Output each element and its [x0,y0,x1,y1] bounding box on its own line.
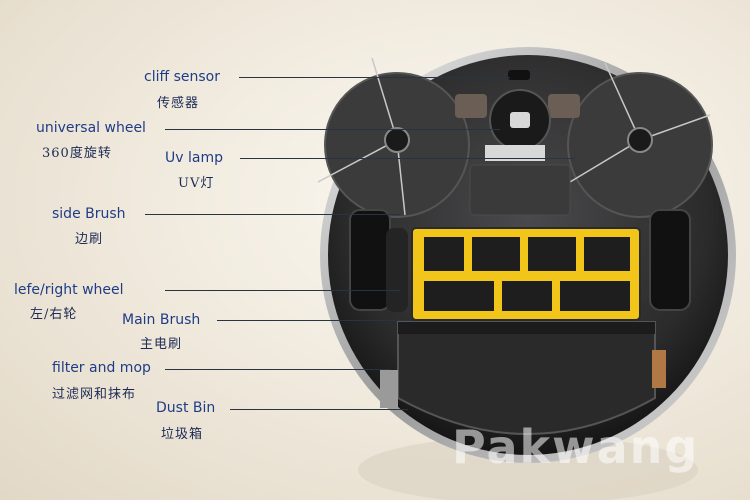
left-wheel-tread [386,228,408,312]
universal-wheel-label: universal wheel [36,120,146,136]
leader-uv-lamp [240,158,575,159]
leader-filter-mop [165,369,390,370]
cliff-sensor-window [508,70,530,80]
main-brush-slot-7 [560,281,630,311]
leader-dust-bin [230,409,408,410]
dust-bin-latch-left [380,370,398,408]
leader-side-brush [145,214,400,215]
dust-bin-latch-right [652,350,666,388]
universal-wheel-axle [510,112,530,128]
main-brush-slot-4 [584,237,630,271]
wheel-label: lefe/right wheel [14,282,124,298]
main-brush-label-cn: 主电刷 [140,337,183,352]
rating-sticker [485,145,545,161]
cliff-sensor-label-cn: 传感器 [157,96,200,111]
leader-universal-wheel [165,129,500,130]
uv-lamp-right [548,94,580,118]
side-brush-label: side Brush [52,206,126,222]
left-drive-wheel [349,209,391,311]
main-brush-slot-3 [528,237,576,271]
main-brush-slot-2 [472,237,520,271]
right-drive-wheel [649,209,691,311]
leader-wheel [165,290,400,291]
main-brush-slot-5 [424,281,494,311]
leader-cliff-sensor [239,77,510,78]
filter-mop-label: filter and mop [52,360,151,376]
left-side-brush-hub [384,127,410,153]
uv-lamp-left [455,94,487,118]
uv-lamp-label-cn: UV灯 [178,176,215,191]
side-brush-label-cn: 边刷 [75,232,104,247]
cliff-sensor-label: cliff sensor [144,69,220,85]
watermark: Pakwang [452,420,700,474]
main-brush-slot-6 [502,281,552,311]
battery-cover [469,164,571,216]
uv-lamp-label: Uv lamp [165,150,223,166]
right-side-brush-hub [627,127,653,153]
dust-bin-label-cn: 垃圾箱 [161,427,204,442]
main-brush-slot-1 [424,237,464,271]
dust-bin-label: Dust Bin [156,400,216,416]
filter-and-mop [398,322,655,334]
main-brush-label: Main Brush [122,312,201,328]
filter-mop-label-cn: 过滤网和抹布 [52,387,137,402]
dust-bin [397,321,656,435]
floor-reflection [358,436,698,500]
wheel-label-cn: 左/右轮 [30,307,78,322]
leader-main-brush [217,320,412,321]
universal-wheel-label-cn: 360度旋转 [42,146,112,161]
